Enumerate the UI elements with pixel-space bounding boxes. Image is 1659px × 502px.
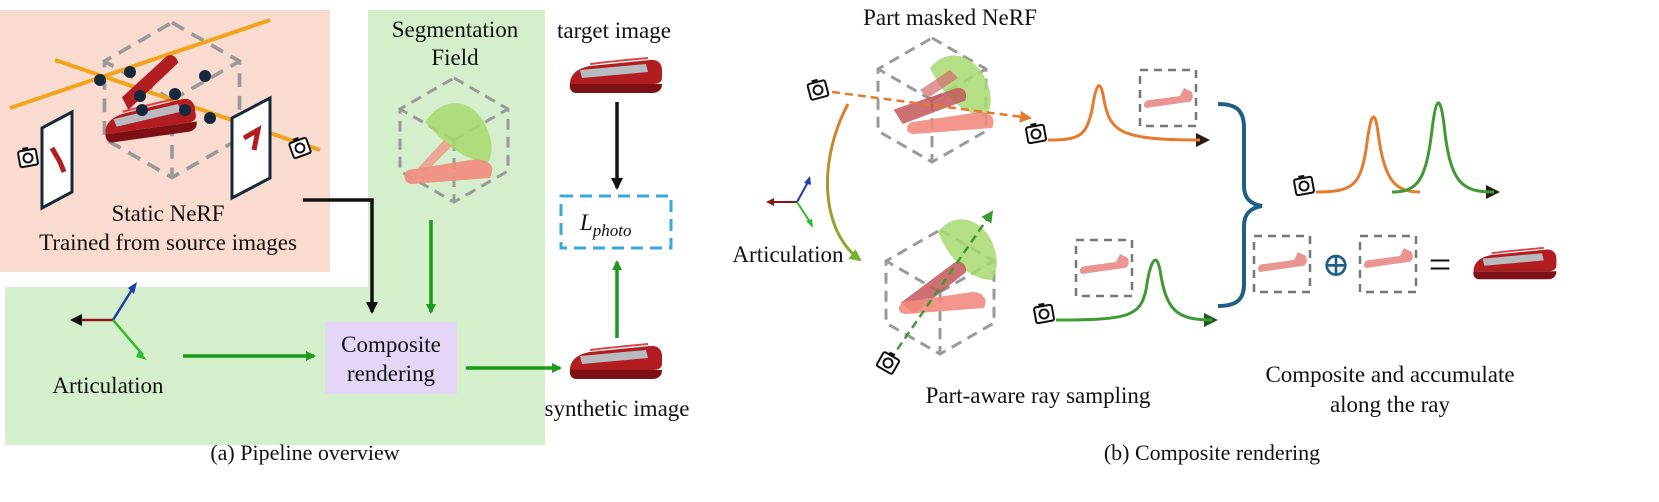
part-masked-label: Part masked NeRF [863, 5, 1037, 30]
equals-symbol: = [1429, 242, 1452, 287]
green-ray [888, 210, 994, 361]
caption-a: (a) Pipeline overview [210, 440, 399, 465]
camera-icon [805, 76, 830, 102]
segmented-base [404, 159, 493, 184]
composite-rendering-box [325, 322, 457, 394]
segmentation-label-2: Field [431, 45, 479, 70]
articulation-label-b: Articulation [732, 242, 844, 267]
orange-ray [831, 90, 1032, 123]
camera-icon [875, 347, 903, 376]
static-nerf-visual [9, 18, 321, 211]
accumulate-label: Composite and accumulate [1265, 362, 1514, 387]
segmentation-visual [398, 76, 510, 204]
density-curve-icon [1292, 101, 1500, 199]
oplus-symbol: ⊕ [1322, 247, 1351, 284]
stapler-icon [568, 343, 663, 380]
caption-b: (b) Composite rendering [1104, 440, 1320, 465]
composite-label: Composite [341, 332, 441, 357]
composite-label-2: rendering [347, 361, 436, 386]
target-image-label: target image [557, 18, 671, 43]
articulation-label: Articulation [52, 373, 164, 398]
brace-icon [1217, 102, 1263, 308]
source-view-right [230, 95, 272, 201]
static-nerf-label: Static NeRF [111, 201, 224, 226]
lphoto-box [559, 194, 673, 250]
axes-icon [70, 282, 147, 360]
segmented-lid [425, 103, 492, 162]
part-masked-nerf-visual [876, 36, 994, 164]
stapler-icon [568, 57, 663, 94]
axes-icon [766, 176, 813, 228]
ray-sampling-label: Part-aware ray sampling [926, 383, 1151, 408]
lphoto-label: Lphoto [579, 210, 632, 240]
articulated-nerf-visual [884, 219, 997, 356]
static-nerf-sublabel: Trained from source images [39, 230, 297, 255]
camera-icon [1032, 300, 1056, 325]
density-curve-icon [1024, 68, 1210, 147]
composite-equation: ⊕ = [1252, 234, 1558, 294]
density-curve-icon [1032, 238, 1218, 327]
segmentation-label: Segmentation [392, 17, 519, 42]
synthetic-image-label: synthetic image [545, 396, 690, 421]
articulation-arc [826, 103, 862, 262]
camera-icon [1292, 172, 1316, 197]
source-view-left [40, 109, 74, 211]
pipeline-arrows [183, 102, 623, 373]
accumulate-label-2: along the ray [1330, 392, 1451, 417]
stapler-icon [1472, 246, 1558, 281]
camera-icon [1024, 120, 1048, 145]
